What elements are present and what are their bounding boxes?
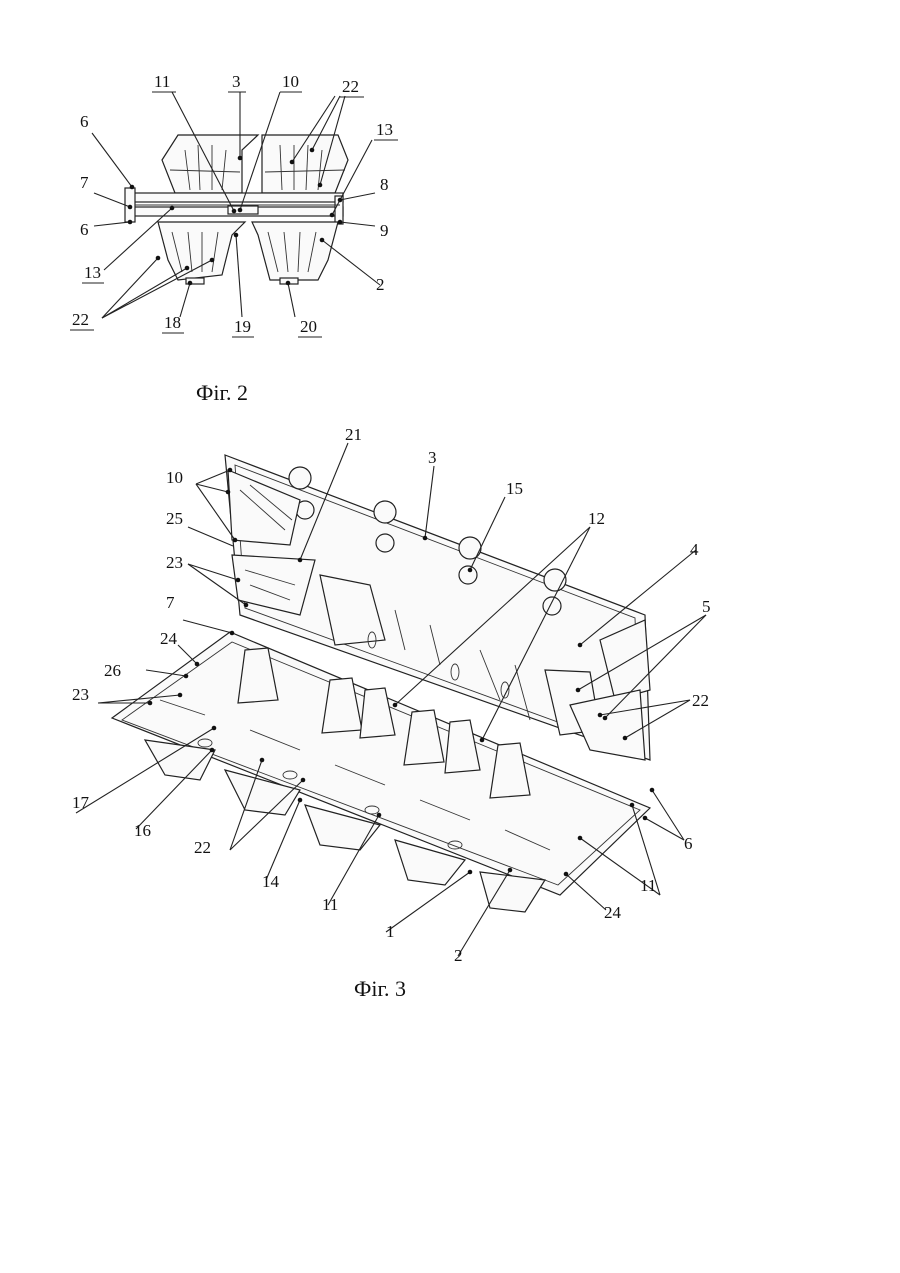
- fig2-label-22-top: 22: [342, 77, 359, 96]
- fig2-label-9: 9: [380, 221, 389, 240]
- fig2-label-3: 3: [232, 72, 241, 91]
- fig3-label-23-left: 23: [72, 685, 89, 704]
- fig3-label-1: 1: [386, 922, 395, 941]
- fig2-label-11: 11: [154, 72, 170, 91]
- figure-2-caption: Фіг. 2: [196, 380, 248, 405]
- fig3-label-24-right: 24: [604, 903, 622, 922]
- fig3-label-4: 4: [690, 540, 699, 559]
- fig3-label-6: 6: [684, 834, 693, 853]
- fig3-label-3: 3: [428, 448, 437, 467]
- fig2-label-13-left: 13: [84, 263, 101, 282]
- fig3-label-11-bottom: 11: [322, 895, 338, 914]
- fig3-label-21: 21: [345, 425, 362, 444]
- fig2-label-20: 20: [300, 317, 317, 336]
- fig2-label-22-bottom: 22: [72, 310, 89, 329]
- fig2-label-6-bottom: 6: [80, 220, 89, 239]
- figure-2-drawing: 11 3 10 22 6 7 6 13 8 9 13 22 18 19 20 2…: [70, 72, 398, 405]
- fig3-label-17: 17: [72, 793, 90, 812]
- fig3-label-23-top: 23: [166, 553, 183, 572]
- fig3-label-11-right: 11: [640, 876, 656, 895]
- figure-3-drawing: 21 3 10 15 12 25 4 23 5 7 24 22 26 23 17…: [72, 425, 711, 1001]
- fig3-label-26: 26: [104, 661, 121, 680]
- fig3-label-15: 15: [506, 479, 523, 498]
- fig3-label-2: 2: [454, 946, 463, 965]
- fig2-label-10: 10: [282, 72, 299, 91]
- fig3-label-25: 25: [166, 509, 183, 528]
- fig3-label-14: 14: [262, 872, 280, 891]
- fig2-label-2: 2: [376, 275, 385, 294]
- fig3-label-16: 16: [134, 821, 151, 840]
- fig3-label-7: 7: [166, 593, 175, 612]
- fig3-label-24-left: 24: [160, 629, 178, 648]
- fig3-label-12: 12: [588, 509, 605, 528]
- fig2-label-7: 7: [80, 173, 89, 192]
- fig2-label-18: 18: [164, 313, 181, 332]
- fig3-label-22-right: 22: [692, 691, 709, 710]
- fig3-label-10: 10: [166, 468, 183, 487]
- fig3-label-5: 5: [702, 597, 711, 616]
- fig2-label-8: 8: [380, 175, 389, 194]
- fig3-label-22-bottom: 22: [194, 838, 211, 857]
- fig2-label-19: 19: [234, 317, 251, 336]
- fig2-label-13-right: 13: [376, 120, 393, 139]
- figure-3-caption: Фіг. 3: [354, 976, 406, 1001]
- fig2-label-6-top: 6: [80, 112, 89, 131]
